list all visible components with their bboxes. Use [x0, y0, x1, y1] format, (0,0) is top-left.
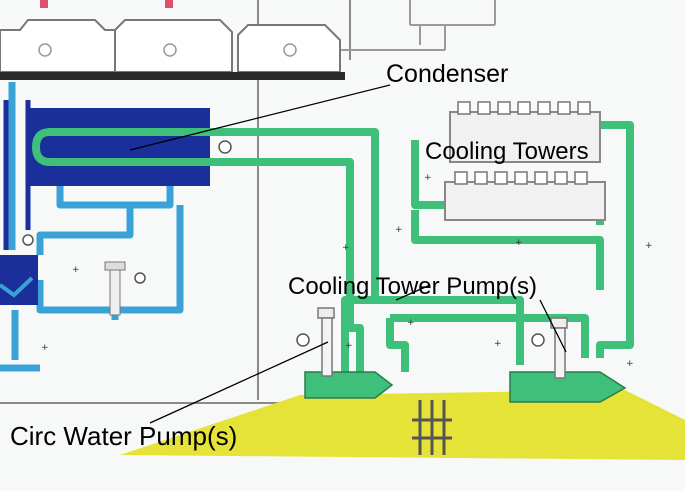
svg-text:+: + [41, 343, 49, 353]
svg-text:+: + [345, 341, 353, 351]
turbine-casings [0, 20, 340, 72]
upper-right-pipes [340, 0, 495, 50]
svg-text:+: + [72, 265, 80, 275]
cooling-tower-pump [532, 318, 567, 378]
condenser-tag [219, 141, 231, 153]
condenser-label: Condenser [386, 62, 508, 87]
svg-text:+: + [407, 318, 415, 328]
cooling-towers-label: Cooling Towers [425, 140, 589, 164]
svg-text:+: + [494, 339, 502, 349]
cooling-tower-pumps-label: Cooling Tower Pump(s) [288, 275, 537, 299]
svg-text:+: + [395, 225, 403, 235]
svg-text:+: + [645, 241, 653, 251]
svg-text:+: + [342, 243, 350, 253]
feed-pump-tag [23, 235, 33, 245]
condenser-body [28, 108, 210, 186]
cooling-tower-lower [445, 172, 605, 220]
circ-water-pump [297, 308, 334, 376]
steam-connections [40, 0, 173, 8]
ct-pump-base [510, 372, 625, 402]
turbine-deck [0, 72, 345, 80]
svg-text:+: + [515, 238, 523, 248]
svg-text:+: + [424, 173, 432, 183]
circ-pump-base [305, 372, 392, 398]
svg-text:+: + [626, 359, 634, 369]
circ-water-pumps-label: Circ Water Pump(s) [10, 423, 237, 449]
